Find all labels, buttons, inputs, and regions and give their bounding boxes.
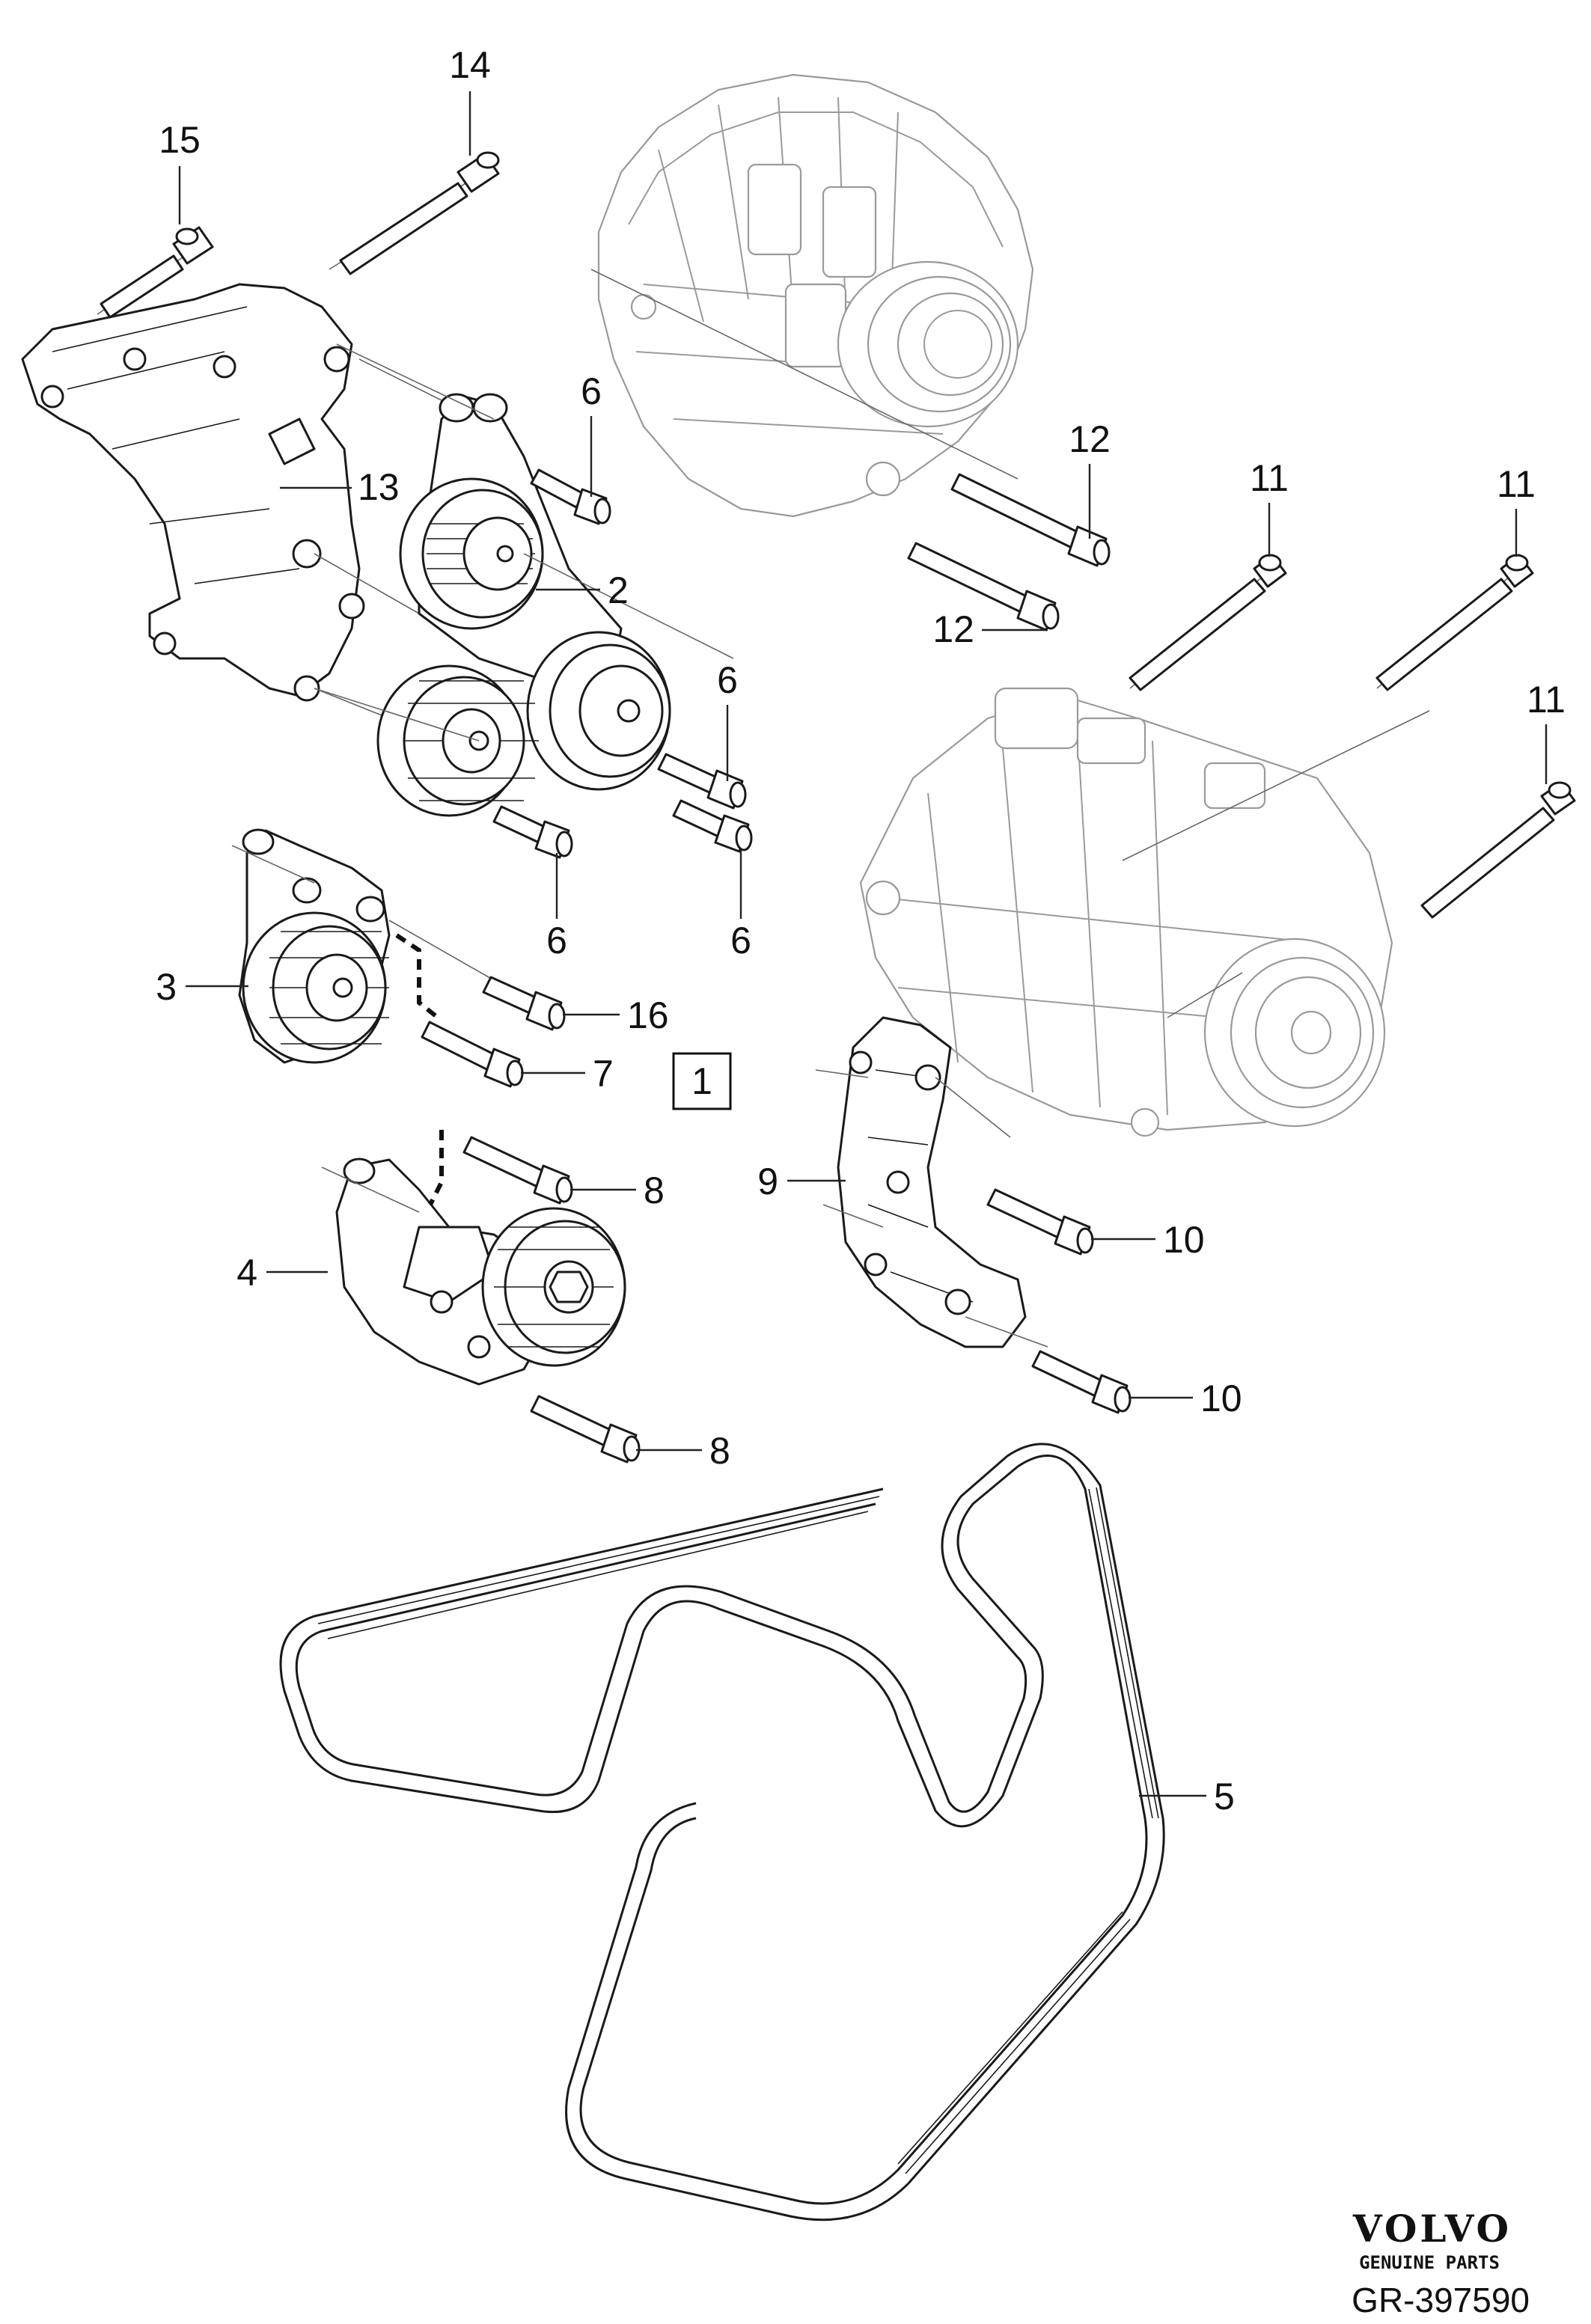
bracket-9 [815,1016,1048,1348]
reference-code: GR-397590 [1352,2281,1530,2320]
callout-12-upper: 12 [1069,418,1111,460]
callout-9: 9 [757,1161,778,1202]
bolt-10-upper [986,1188,1094,1256]
callout-3: 3 [156,966,177,1008]
callout-10-upper: 10 [1163,1219,1205,1261]
callout-14: 14 [449,44,491,86]
callout-4: 4 [236,1252,257,1294]
bracket-13 [21,283,450,719]
callout-1: 1 [691,1060,712,1102]
bolt-6-mid-left [492,805,573,859]
bolt-7 [421,1021,524,1088]
callout-1-box [672,1052,732,1110]
bolt-8-upper [462,1136,573,1205]
callout-16: 16 [627,994,669,1036]
bolt-14 [329,151,500,275]
brand-name: VOLVO [1352,2207,1512,2251]
leader-lines [178,91,1548,1797]
callout-13: 13 [358,466,400,508]
callout-8-upper: 8 [644,1169,665,1211]
callout-11-left: 11 [1250,457,1289,499]
callout-10-lower: 10 [1200,1377,1242,1419]
tensioner-assembly-2 [314,343,734,817]
callout-11-lower: 11 [1527,679,1566,721]
bolt-11-right [1375,554,1534,691]
bolt-16 [482,976,566,1031]
callout-11-right: 11 [1497,463,1536,505]
bolt-12-lower [907,542,1060,632]
bolt-6-mid-upper [657,753,747,810]
callout-2: 2 [608,569,629,611]
tensioner-4 [321,1130,626,1386]
alternator [590,73,1034,518]
bolt-6-mid-right [672,799,753,853]
callout-5: 5 [1214,1776,1235,1817]
bolt-8-lower [530,1395,641,1464]
callout-8-lower: 8 [709,1430,730,1472]
brand-subtitle: GENUINE PARTS [1359,2252,1500,2273]
callout-6-mid-upper: 6 [717,659,738,701]
volvo-brand: VOLVO GENUINE PARTS [1352,2207,1512,2273]
callout-6-mid-right: 6 [730,920,751,961]
callout-12-lower: 12 [932,608,974,650]
ac-compressor [859,687,1430,1137]
callout-7: 7 [593,1053,614,1095]
drive-belt-5 [279,1443,1165,2221]
bolt-11-lower [1420,781,1576,919]
callout-6-upper: 6 [581,370,602,412]
bolt-10-lower [1031,1350,1132,1414]
callout-labels: 14 15 6 13 2 12 12 11 11 11 6 6 6 3 16 7… [156,44,1566,1817]
bolt-15 [97,226,214,319]
callout-6-mid-left: 6 [546,920,567,961]
bolt-6-upper [530,468,611,525]
tensioner-3 [231,828,495,1064]
callout-15: 15 [159,119,201,161]
bolt-11-left [1129,554,1287,691]
bolt-12-upper [950,473,1111,567]
